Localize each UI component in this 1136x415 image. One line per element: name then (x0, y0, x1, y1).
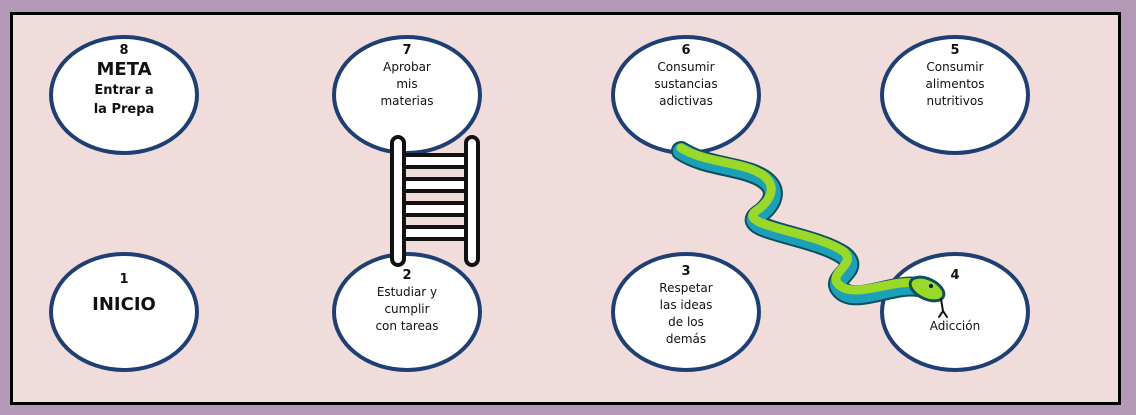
cell-number: 4 (950, 268, 960, 283)
cell-text: Consumir alimentos nutritivos (925, 60, 985, 108)
cell-text: Respetar las ideas de los demás (659, 281, 713, 346)
cell-3: 3 Respetar las ideas de los demás (611, 252, 761, 372)
cell-number: 6 (681, 43, 691, 58)
cell-8: 8 META Entrar a la Prepa (49, 35, 199, 155)
cell-1: 1 INICIO (49, 252, 199, 372)
cell-title: META (96, 59, 152, 80)
cell-number: 2 (402, 268, 412, 283)
cell-5: 5 Consumir alimentos nutritivos (880, 35, 1030, 155)
cell-number: 8 (119, 43, 129, 58)
cell-text: Consumir sustancias adictivas (654, 60, 718, 108)
cell-2: 2 Estudiar y cumplir con tareas (332, 252, 482, 372)
board-art (390, 135, 948, 318)
cell-4: 4 Adicción (880, 252, 1030, 372)
cell-number: 5 (950, 43, 960, 58)
cell-text: Aprobar mis materias (380, 60, 434, 108)
cell-number: 3 (681, 264, 691, 279)
game-board: 8 META Entrar a la Prepa 7 Aprobar mis m… (10, 12, 1121, 405)
cell-text: Adicción (929, 319, 981, 333)
cell-7: 7 Aprobar mis materias (332, 35, 482, 155)
cell-text: Estudiar y cumplir con tareas (375, 285, 439, 333)
cell-number: 1 (119, 272, 129, 287)
ladder-icon (390, 135, 480, 267)
cell-6: 6 Consumir sustancias adictivas (611, 35, 761, 155)
cell-number: 7 (402, 43, 412, 58)
snake-icon (671, 141, 948, 318)
cell-text: Entrar a la Prepa (93, 83, 155, 117)
cell-title: INICIO (92, 294, 156, 315)
